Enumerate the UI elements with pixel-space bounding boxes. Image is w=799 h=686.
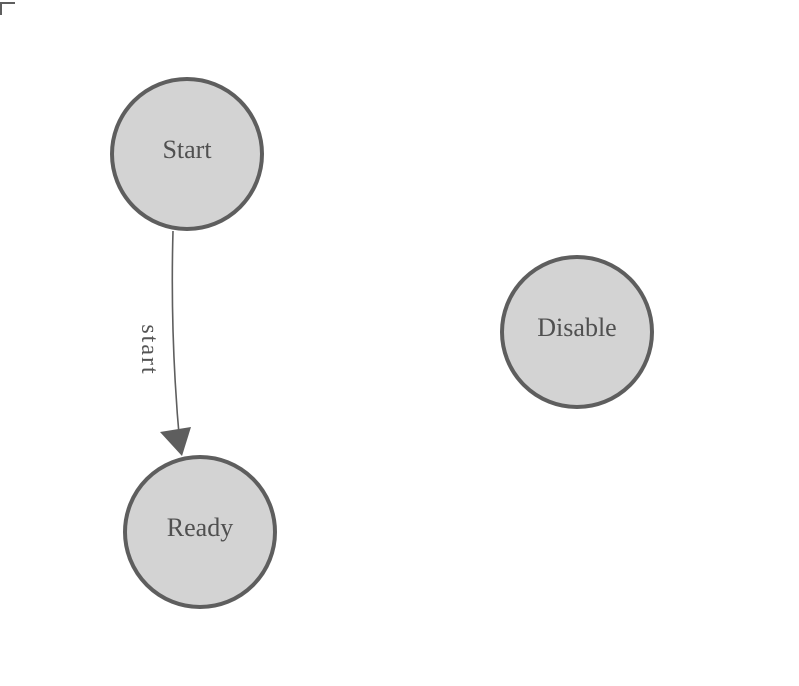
state-node-disable-label: Disable <box>537 313 616 342</box>
canvas-corner-mark <box>0 2 15 15</box>
state-node-ready-circle[interactable] <box>123 455 277 609</box>
edge-arrowhead-icon <box>160 427 191 456</box>
edge-path <box>171 230 181 447</box>
state-node-disable-circle[interactable] <box>500 255 654 409</box>
edge-start-to-ready[interactable]: start <box>136 230 191 456</box>
state-node-ready-label: Ready <box>167 513 233 542</box>
state-node-start-circle[interactable] <box>110 77 264 231</box>
edge-label-start: start <box>136 324 162 375</box>
state-node-start-label: Start <box>162 135 212 164</box>
state-node-disable[interactable]: Disable <box>500 255 654 409</box>
state-node-ready[interactable]: Ready <box>123 455 277 609</box>
state-node-start[interactable]: Start <box>110 77 264 231</box>
